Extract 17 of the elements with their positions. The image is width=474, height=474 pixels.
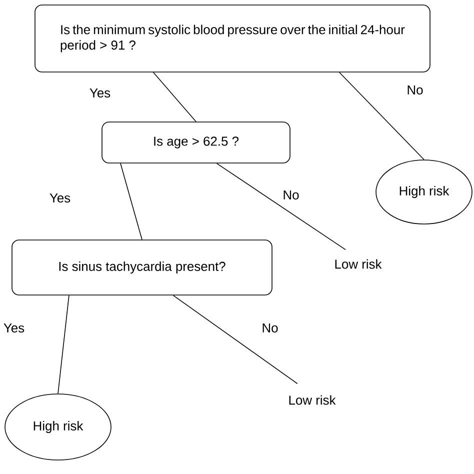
edge-label: No xyxy=(282,189,300,201)
edge-label: Yes xyxy=(88,87,112,99)
decision-box: Is age > 62.5 ? xyxy=(102,122,290,164)
edge-label: Yes xyxy=(48,192,72,204)
connector-line xyxy=(338,72,424,160)
connector-line xyxy=(152,72,196,122)
connector-line xyxy=(120,163,142,240)
edge-label: Yes xyxy=(2,322,26,334)
decision-box: Is sinus tachycardia present? xyxy=(12,240,272,296)
edge-label: No xyxy=(406,84,424,96)
connector-line xyxy=(58,295,70,394)
edge-label: No xyxy=(260,322,280,334)
outcome-label: Low risk xyxy=(335,259,382,269)
outcome-label: Low risk xyxy=(289,395,336,405)
decision-box: Is the minimum systolic blood pressure over the initial 24-hour period > 91 ? xyxy=(34,4,430,72)
connector-line xyxy=(216,163,346,250)
connector-line xyxy=(172,295,298,384)
